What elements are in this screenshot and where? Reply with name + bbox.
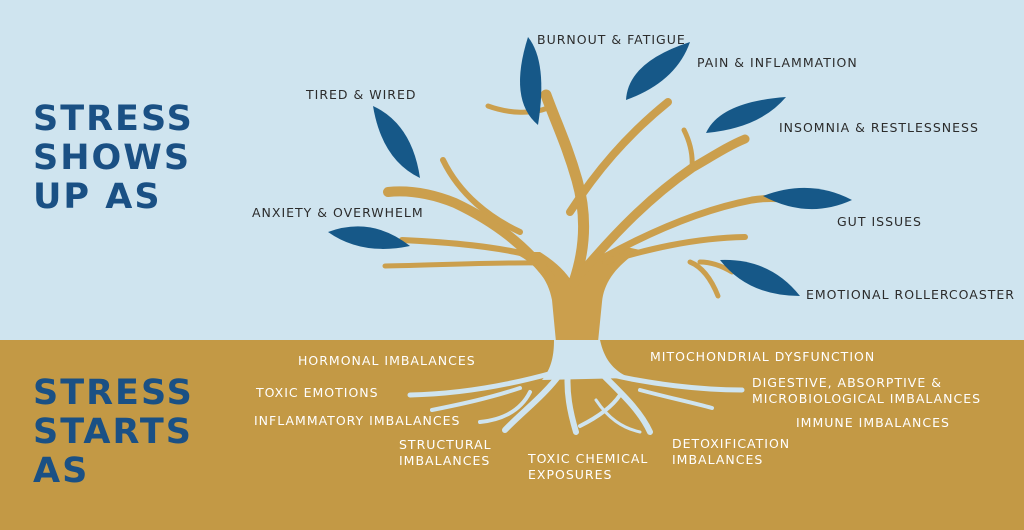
branch (382, 260, 548, 269)
leaf (520, 37, 542, 125)
root (407, 369, 559, 398)
cause-label-inflammatory: INFLAMMATORY IMBALANCES (254, 413, 461, 428)
symptom-label-pain-inflammation: PAIN & INFLAMMATION (697, 55, 858, 70)
stress-starts-heading: STRESS STARTS AS (33, 373, 194, 491)
root (430, 386, 522, 412)
symptom-label-burnout-fatigue: BURNOUT & FATIGUE (537, 32, 686, 47)
root (605, 371, 745, 393)
symptom-label-insomnia-restlessness: INSOMNIA & RESTLESSNESS (779, 120, 979, 135)
leaf (706, 97, 786, 133)
roots (407, 340, 745, 435)
symptom-label-emotional-rollercoaster: EMOTIONAL ROLLERCOASTER (806, 287, 1015, 302)
branch (697, 259, 735, 275)
leaves (328, 37, 852, 296)
leaf (328, 226, 410, 249)
root (638, 388, 714, 410)
branch (485, 103, 551, 115)
stress-shows-up-heading: STRESS SHOWS UP AS (33, 99, 194, 217)
sky-background (0, 0, 1024, 340)
cause-label-digestive: DIGESTIVE, ABSORPTIVE & MICROBIOLOGICAL … (752, 375, 982, 406)
root (502, 371, 563, 433)
root (597, 369, 653, 435)
cause-label-immune: IMMUNE IMBALANCES (796, 415, 950, 430)
root (594, 398, 642, 434)
leaf (626, 42, 690, 100)
cause-label-hormonal: HORMONAL IMBALANCES (298, 353, 476, 368)
branch (602, 234, 748, 265)
cause-label-structural: STRUCTURAL IMBALANCES (399, 437, 492, 468)
branch (399, 237, 543, 261)
symptom-label-gut-issues: GUT ISSUES (837, 214, 922, 229)
branch (566, 98, 672, 216)
leaf (373, 106, 420, 178)
root-core (542, 340, 630, 380)
root (578, 393, 622, 428)
root (564, 367, 579, 435)
ground-background (0, 340, 1024, 530)
cause-label-mitochondrial: MITOCHONDRIAL DYSFUNCTION (650, 349, 876, 364)
leaf (763, 187, 852, 210)
cause-label-toxic-emotions: TOXIC EMOTIONS (256, 385, 379, 400)
leaf (720, 259, 800, 296)
root (478, 390, 532, 424)
branch (687, 259, 721, 299)
symptom-label-tired-wired: TIRED & WIRED (306, 87, 417, 102)
branch (540, 89, 589, 288)
branch (577, 134, 750, 277)
branch (440, 157, 523, 235)
branch (681, 127, 695, 171)
cause-label-detoxification: DETOXIFICATION IMBALANCES (672, 436, 791, 467)
symptom-label-anxiety-overwhelm: ANXIETY & OVERWHELM (252, 205, 424, 220)
cause-label-toxic-chemical: TOXIC CHEMICAL EXPOSURES (528, 451, 649, 482)
